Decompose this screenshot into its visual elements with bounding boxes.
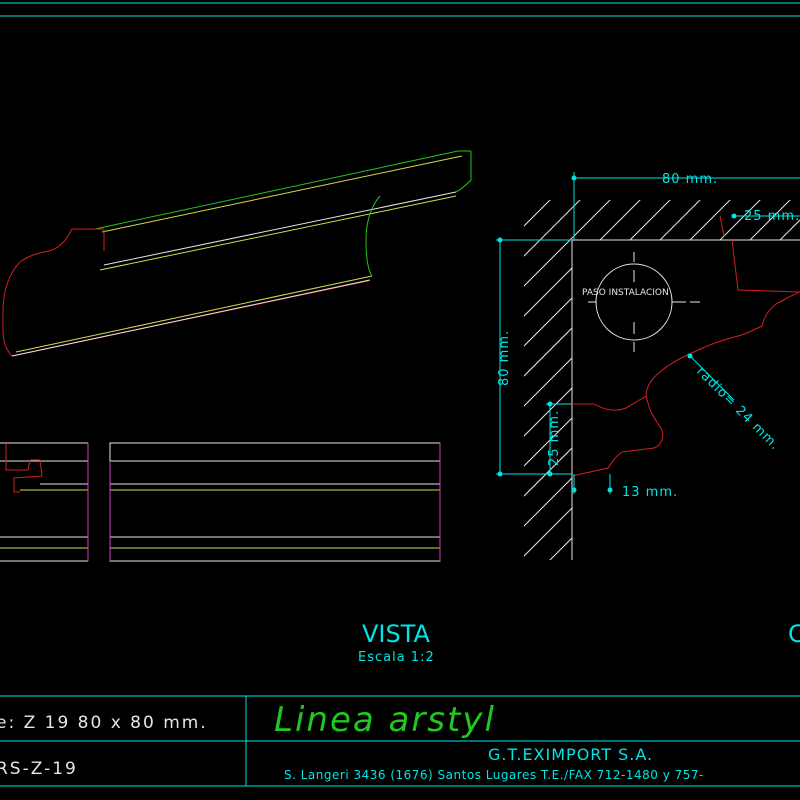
titleblock-address: S. Langeri 3436 (1676) Santos Lugares T.…: [284, 768, 704, 782]
dim-left-offset-label: 25 mm.: [547, 410, 562, 466]
dim-bottom-label: 13 mm.: [622, 485, 678, 500]
dim-height-label: 80 mm.: [497, 330, 512, 386]
titleblock-line: Linea arstyl: [274, 700, 496, 740]
titleblock-model: e: Z 19 80 x 80 mm.: [0, 713, 208, 733]
dim-width-label: 80 mm.: [662, 172, 718, 187]
dim-top-offset-label: 25 mm.: [744, 209, 800, 224]
molding-side-profile: [0, 442, 89, 562]
radius-label: radio= 24 mm.: [693, 364, 782, 453]
wall-edges: [571, 239, 800, 560]
titleblock-company: G.T.EXIMPORT S.A.: [488, 745, 653, 764]
molding-section-profile: [571, 215, 800, 477]
mount-label: PASO INSTALACION: [582, 288, 669, 298]
view-scale: Escala 1:2: [358, 650, 435, 665]
titleblock-code: RS-Z-19: [0, 759, 78, 779]
view-title: VISTA: [362, 620, 431, 648]
dimension-lines: [496, 172, 800, 494]
molding-front-view: [109, 442, 441, 562]
molding-perspective: [2, 150, 472, 357]
cut-view-title: C: [788, 620, 800, 648]
